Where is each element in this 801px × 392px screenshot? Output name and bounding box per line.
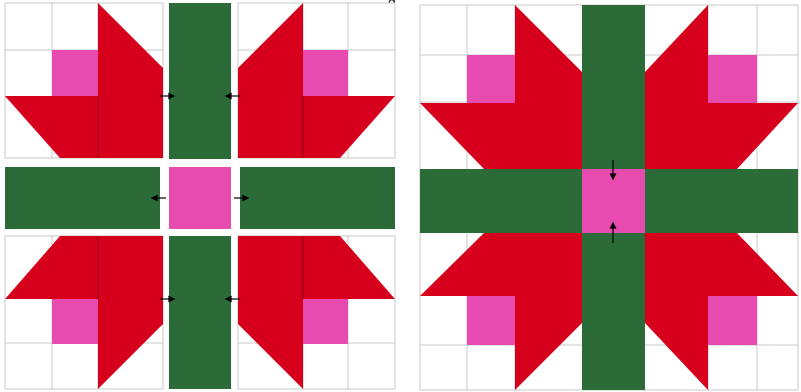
pink-square [52,50,98,96]
pink-square [467,55,515,103]
pink-square [708,296,757,345]
green-strip-top [169,3,231,159]
pink-square [467,296,515,345]
assembled-block-diagram [412,0,801,392]
pink-square [708,55,757,103]
green-strip-left [5,167,160,229]
red-center-square [98,236,163,299]
green-strip-bottom [169,236,231,389]
pink-square [303,299,348,344]
center-pink-square [169,167,231,229]
top-right-flower-unit [238,3,395,158]
red-center-square [98,96,163,158]
red-center-square [238,96,303,158]
unassembled-block-diagram [0,0,400,392]
unassembled-block-panel [0,0,400,392]
green-strip-right [240,167,395,229]
bottom-right-flower-unit [238,236,395,389]
bottom-left-flower-unit [5,236,163,389]
pink-square [52,299,98,344]
red-center-square [238,236,303,299]
assembled-block-panel [412,0,801,392]
top-left-flower-unit [5,3,163,158]
pink-square [303,50,348,96]
